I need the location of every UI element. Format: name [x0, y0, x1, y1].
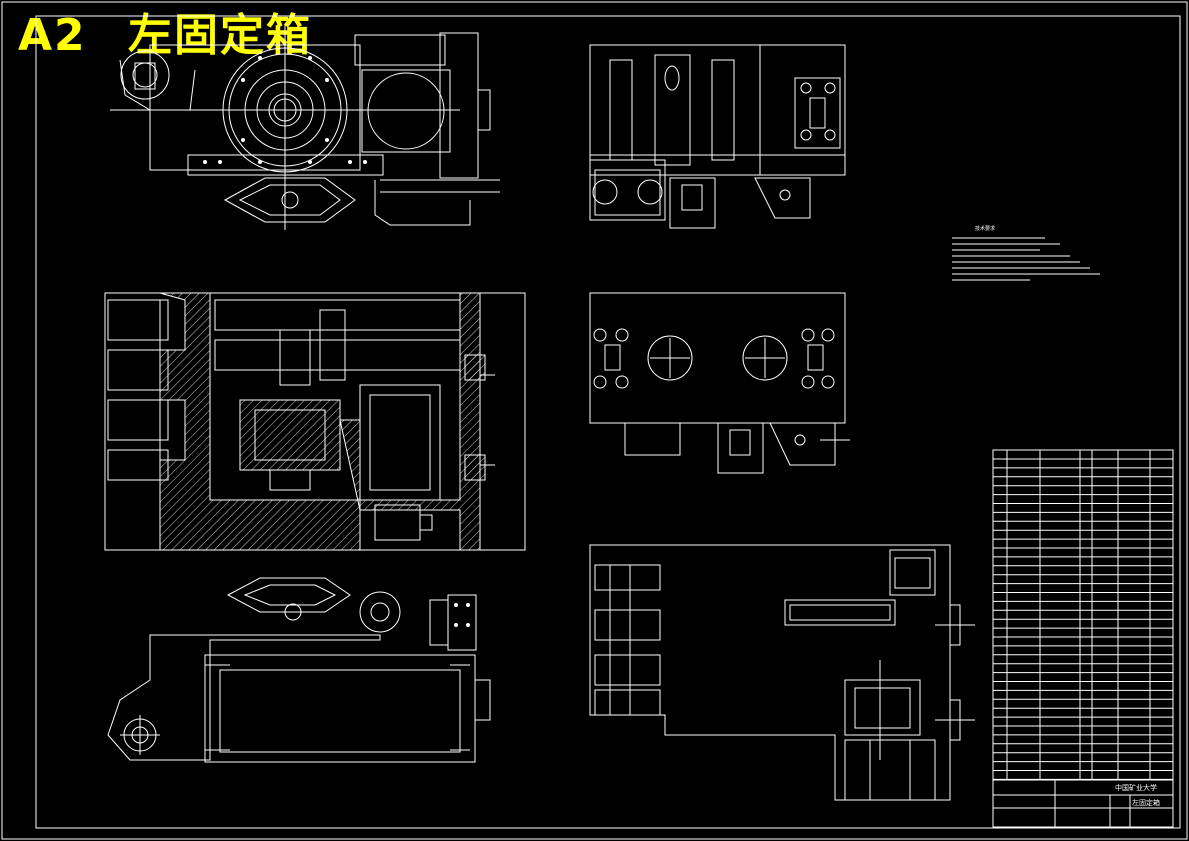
title-block-school: 中国矿业大学 — [1115, 783, 1157, 792]
view-section-middle-left — [104, 292, 526, 551]
view-top-left — [110, 25, 500, 230]
view-bottom-left — [107, 577, 491, 763]
technical-notes: 技术要求 — [952, 225, 1100, 281]
view-top-middle — [589, 44, 846, 229]
drawing-title-cn: 左固定箱 — [128, 10, 312, 61]
tech-notes-heading: 技术要求 — [975, 225, 995, 232]
title-block-drawing-name: 左固定箱 — [1132, 798, 1160, 807]
drawing-title: A2 左固定箱 — [18, 14, 312, 58]
title-block: 中国矿业大学 左固定箱 — [992, 779, 1174, 828]
sheet-size-label: A2 — [18, 10, 87, 61]
view-bottom-middle — [589, 544, 975, 801]
view-middle-right — [589, 292, 850, 474]
parts-list-table — [992, 449, 1174, 781]
sheet-inner-border — [35, 15, 1181, 829]
